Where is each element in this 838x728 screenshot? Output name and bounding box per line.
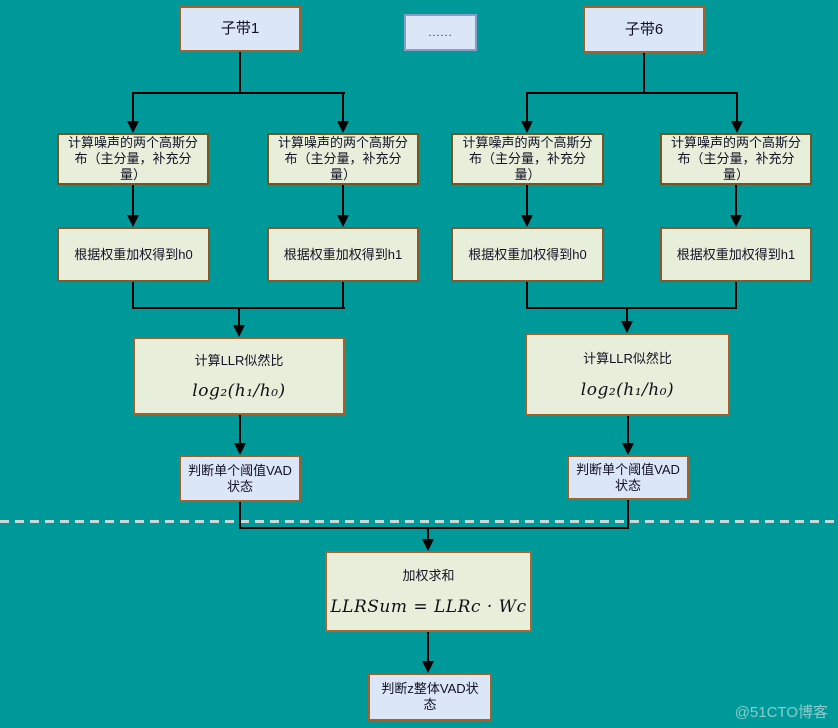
node-llr-right-formula: log₂(h₁/h₀) (580, 380, 675, 401)
arrowhead-gauss-4 (731, 121, 743, 133)
connector-sub6-split (526, 92, 738, 94)
arrowhead-vad-right (622, 443, 634, 455)
connector-sub1-split (132, 92, 345, 94)
connector-sub6-left-branch (526, 92, 528, 122)
connector-sub6-down (643, 53, 645, 93)
node-weight-h1-right: 根据权重加权得到h1 (660, 227, 812, 282)
connector-h1-left-down (342, 282, 344, 309)
node-vad-single-left: 判断单个阈值VAD状态 (179, 455, 301, 502)
node-vad-overall-label: 判断z整体VAD状态 (381, 681, 479, 712)
node-llr-right-title: 计算LLR似然比 (583, 350, 672, 366)
connector-sub1-down (239, 52, 241, 93)
connector-h1-right-down (735, 282, 737, 309)
connector-sub1-left-branch (132, 92, 134, 122)
node-weight-h0-left: 根据权重加权得到h0 (57, 227, 210, 282)
connector-gauss1-weight (132, 185, 134, 217)
node-subband-6: 子带6 (583, 6, 705, 53)
node-weight-h0-right: 根据权重加权得到h0 (451, 227, 604, 282)
connector-merge-right (526, 307, 737, 309)
node-vad-single-left-label: 判断单个阈值VAD状态 (188, 462, 292, 494)
arrowhead-weight-1 (127, 215, 139, 227)
node-gauss-2: 计算噪声的两个高斯分布（主分量，补充分量） (267, 133, 419, 185)
connector-sub6-right-branch (736, 92, 738, 122)
arrowhead-vad-left (234, 443, 246, 455)
node-weight-h0-left-label: 根据权重加权得到h0 (74, 246, 193, 262)
node-ellipsis-label: ...... (428, 26, 453, 39)
node-vad-overall: 判断z整体VAD状态 (368, 673, 492, 721)
node-gauss-1-label: 计算噪声的两个高斯分布（主分量，补充分量） (67, 135, 198, 182)
node-vad-single-right-label: 判断单个阈值VAD状态 (576, 461, 680, 493)
node-gauss-4: 计算噪声的两个高斯分布（主分量，补充分量） (660, 133, 812, 185)
arrowhead-llr-left (233, 325, 245, 337)
node-gauss-4-label: 计算噪声的两个高斯分布（主分量，补充分量） (670, 135, 801, 182)
dashed-separator-line (0, 520, 838, 523)
connector-vad-left-down (239, 502, 241, 529)
node-llr-left: 计算LLR似然比 log₂(h₁/h₀) (133, 337, 345, 415)
connector-sum-final (427, 632, 429, 662)
connector-merge-bottom-down (427, 527, 429, 541)
arrowhead-weighted-sum (422, 539, 434, 551)
node-subband-1-label: 子带1 (220, 20, 260, 37)
connector-merge-bottom (239, 527, 629, 529)
node-llr-right: 计算LLR似然比 log₂(h₁/h₀) (525, 333, 730, 416)
node-weighted-sum-title: 加权求和 (402, 568, 455, 583)
connector-merge-right-down (626, 307, 628, 323)
arrowhead-weight-4 (730, 215, 742, 227)
connector-gauss3-weight (526, 185, 528, 217)
node-gauss-3: 计算噪声的两个高斯分布（主分量，补充分量） (451, 133, 604, 185)
connector-llr-vad-right (627, 416, 629, 445)
arrowhead-weight-2 (337, 215, 349, 227)
connector-h0-right-down (526, 282, 528, 309)
node-gauss-2-label: 计算噪声的两个高斯分布（主分量，补充分量） (277, 135, 408, 182)
node-vad-single-right: 判断单个阈值VAD状态 (567, 455, 689, 500)
connector-gauss2-weight (342, 185, 344, 217)
node-llr-left-formula: log₂(h₁/h₀) (192, 381, 286, 401)
node-gauss-1: 计算噪声的两个高斯分布（主分量，补充分量） (57, 133, 209, 185)
arrowhead-vad-overall (422, 661, 434, 673)
connector-llr-vad-left (239, 415, 241, 445)
node-weight-h1-left: 根据权重加权得到h1 (267, 227, 419, 282)
node-weighted-sum-formula: LLRSum = LLRc · Wc (330, 597, 527, 617)
arrowhead-llr-right (621, 321, 633, 333)
connector-sub1-right-branch (342, 92, 344, 122)
arrowhead-gauss-3 (521, 121, 533, 133)
node-weight-h1-left-label: 根据权重加权得到h1 (283, 246, 403, 262)
connector-h0-left-down (132, 282, 134, 309)
node-ellipsis: ...... (404, 14, 477, 51)
node-weight-h0-right-label: 根据权重加权得到h0 (468, 246, 587, 262)
connector-vad-right-down (627, 500, 629, 529)
node-subband-6-label: 子带6 (624, 20, 664, 38)
node-subband-1: 子带1 (179, 6, 301, 52)
node-weight-h1-right-label: 根据权重加权得到h1 (676, 246, 796, 262)
node-llr-left-title: 计算LLR似然比 (194, 353, 284, 368)
watermark: @51CTO博客 (734, 704, 828, 721)
node-gauss-3-label: 计算噪声的两个高斯分布（主分量，补充分量） (462, 135, 593, 182)
arrowhead-weight-3 (521, 215, 533, 227)
arrowhead-gauss-1 (127, 121, 139, 133)
connector-gauss4-weight (735, 185, 737, 217)
arrowhead-gauss-2 (337, 121, 349, 133)
connector-merge-left-down (238, 307, 240, 327)
node-weighted-sum: 加权求和 LLRSum = LLRc · Wc (325, 551, 532, 632)
